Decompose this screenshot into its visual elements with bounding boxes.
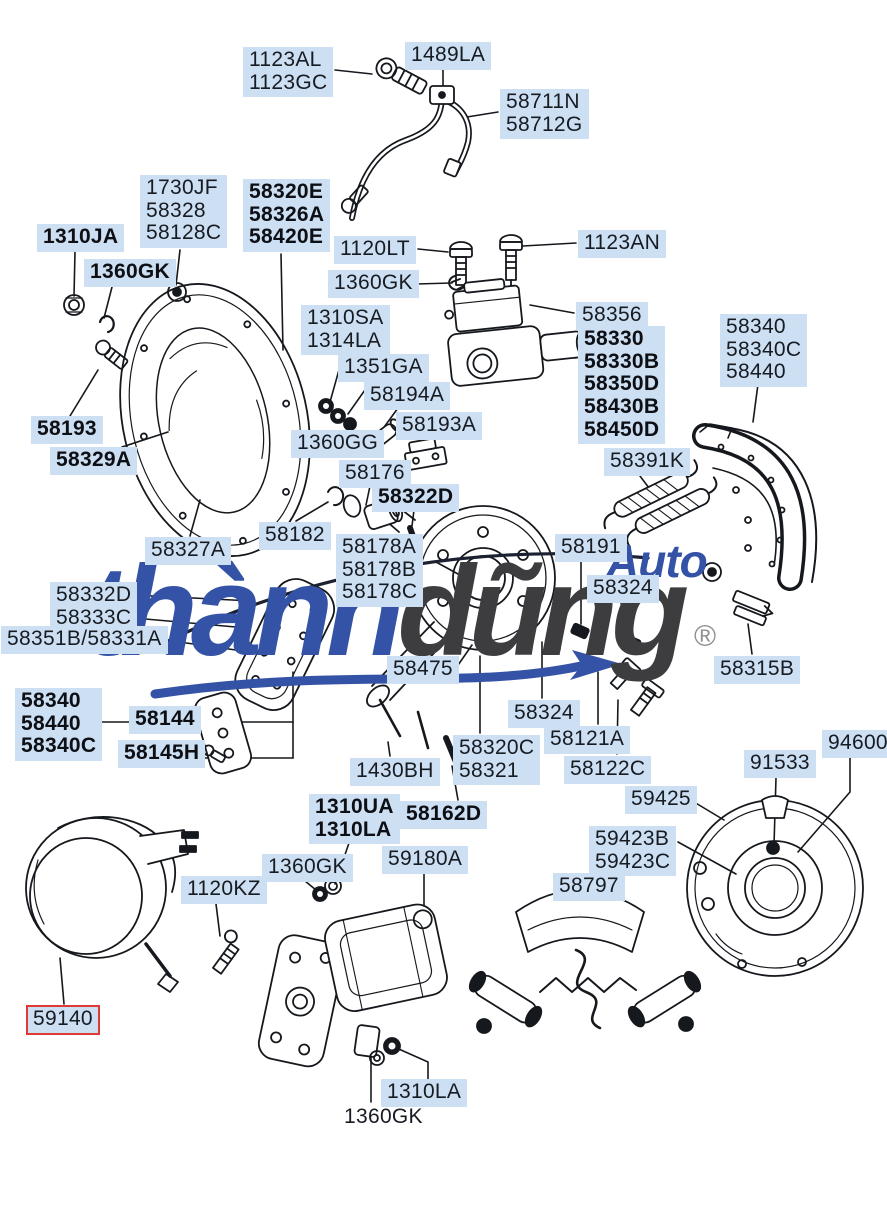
- grommet-1730jf: [168, 283, 186, 301]
- spring-kit-58797: [467, 890, 704, 1033]
- adjuster-59180a: [256, 901, 450, 1069]
- bolt-1123al: [373, 55, 429, 98]
- brake-pipe-58711n: [339, 86, 469, 218]
- anchor-pins-58191: [550, 623, 641, 653]
- brake-chamber-59140: [26, 817, 198, 992]
- washer-1360gk: [100, 316, 114, 332]
- plate-58144: [192, 690, 254, 777]
- stud-58193: [93, 338, 129, 371]
- adapter-plate-58332d: [228, 572, 342, 718]
- brake-shoe-right-58340: [700, 424, 816, 582]
- bracket-58193a: [403, 437, 447, 471]
- clip-58315b: [728, 590, 776, 627]
- bolt-1120lt: [450, 242, 472, 285]
- leader-lines: [60, 67, 850, 1102]
- nut-1310ja: [64, 295, 84, 315]
- watermark-swoosh: [150, 554, 648, 694]
- backing-plate-58327a: [94, 265, 335, 575]
- wheel-cylinder-58330: [442, 271, 592, 387]
- springs-58391k: [595, 456, 725, 554]
- bolt-1120kz: [205, 928, 246, 974]
- bushings-58176: [328, 487, 415, 542]
- nut-1360gk-mid: [313, 878, 341, 901]
- dust-shield-59425: [687, 796, 863, 976]
- fasteners-1310sa-group: [319, 399, 447, 470]
